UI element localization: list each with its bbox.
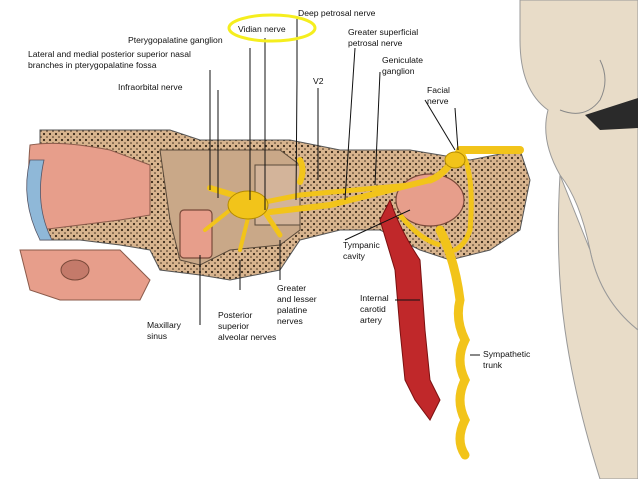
label-tympanic-1: Tympanic (343, 240, 380, 250)
label-facial-2: nerve (427, 96, 449, 106)
label-geniculate-1: Geniculate (382, 55, 423, 65)
label-pterygopalatine-ganglion: Pterygopalatine ganglion (128, 35, 223, 45)
label-tympanic-2: cavity (343, 251, 366, 261)
label-greater-lesser-2: and lesser (277, 294, 317, 304)
label-sympathetic-1: Sympathetic (483, 349, 531, 359)
label-v2: V2 (313, 76, 324, 86)
label-lateral-medial-2: branches in pterygopalatine fossa (28, 60, 157, 70)
label-geniculate-2: ganglion (382, 66, 415, 76)
label-maxillary-2: sinus (147, 331, 167, 341)
label-facial-1: Facial (427, 85, 450, 95)
brain-dark-cleft (585, 98, 638, 130)
label-lateral-medial-1: Lateral and medial posterior superior na… (28, 49, 191, 59)
nostril (60, 259, 90, 281)
label-sympathetic-2: trunk (483, 360, 503, 370)
brainstem-lower (557, 174, 638, 479)
label-greater-lesser-3: palatine (277, 305, 307, 315)
geniculate-ganglion-shape (444, 151, 466, 169)
label-internal-carotid-2: carotid (360, 304, 386, 314)
label-posterior-superior-2: superior (218, 321, 249, 331)
brain-fold (559, 59, 606, 114)
maxillary-sinus-shape (179, 209, 213, 259)
nasal-septum-blue (26, 159, 53, 241)
carotid-plexus-nerve (398, 213, 441, 248)
label-internal-carotid-3: artery (360, 315, 383, 325)
label-posterior-superior-1: Posterior (218, 310, 253, 320)
label-vidian: Vidian nerve (238, 24, 286, 34)
sympathetic-trunk-shape (435, 225, 471, 460)
label-posterior-superior-3: alveolar nerves (218, 332, 276, 342)
vidian-highlight-oval (227, 13, 317, 43)
label-deep-petrosal: Deep petrosal nerve (298, 8, 376, 18)
label-greater-superficial-2: petrosal nerve (348, 38, 403, 48)
label-greater-lesser-4: nerves (277, 316, 303, 326)
label-greater-lesser-1: Greater (277, 283, 306, 293)
leader-lines (199, 18, 480, 356)
label-internal-carotid-1: Internal (360, 293, 389, 303)
label-maxillary-1: Maxillary (147, 320, 182, 330)
label-infraorbital: Infraorbital nerve (118, 82, 183, 92)
label-greater-superficial-1: Greater superficial (348, 27, 418, 37)
pterygopalatine-ganglion-shape (227, 190, 269, 220)
